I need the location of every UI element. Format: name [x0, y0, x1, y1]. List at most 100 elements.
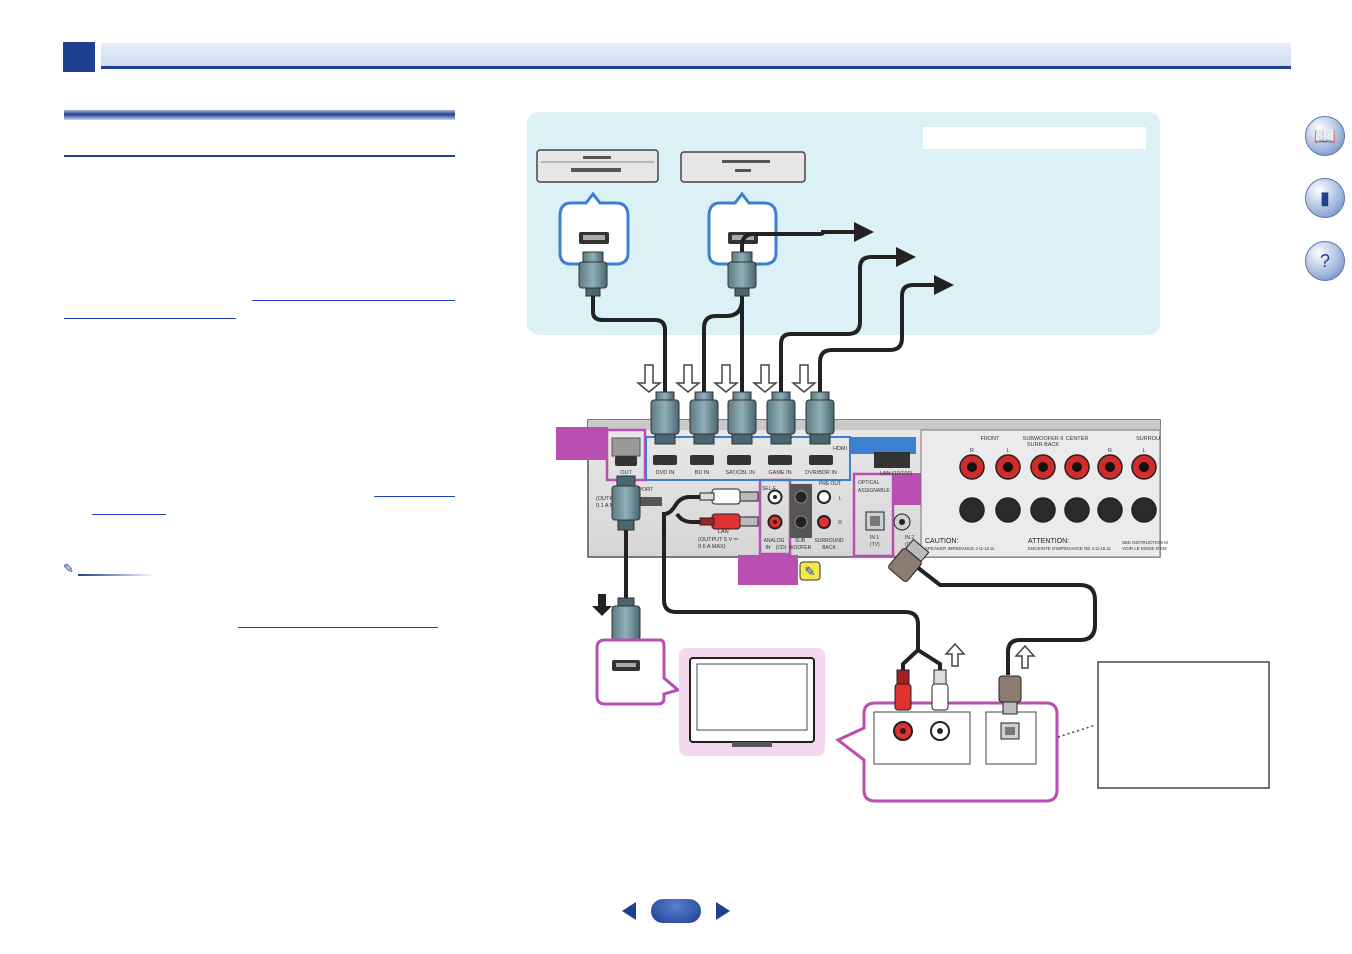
input-label-sat: SAT/CBL IN: [725, 470, 754, 476]
instruction-label-2: VOIR LE MODE D'EM: [1122, 546, 1167, 551]
dvd-player: [536, 149, 659, 183]
link-underline[interactable]: [374, 496, 455, 497]
surr-back-label: SURR BACK: [1027, 442, 1059, 448]
rca-plug-red: [699, 513, 759, 530]
optical-in2-label: IN 2: [905, 535, 914, 541]
book-icon[interactable]: 📖: [1305, 116, 1345, 156]
chevron-right-icon[interactable]: [716, 902, 730, 920]
subwoofer-ii-label: SUBWOOFER II: [1023, 436, 1064, 442]
direction-arrow: [674, 364, 702, 393]
rca-plug-white-vertical: [931, 669, 949, 711]
tv-hdmi-callout: [595, 638, 682, 706]
surround-label: SURROUND: [815, 538, 844, 544]
header-bar: [101, 43, 1291, 69]
select-label: SEL·E·: [762, 486, 778, 492]
analog-cd-label: (CD): [776, 545, 787, 551]
optical-tv-label: (TV): [870, 542, 880, 548]
rca-plug-red-vertical: [894, 669, 912, 711]
link-underline[interactable]: [64, 318, 236, 319]
surround-r-label: R: [1108, 448, 1112, 454]
direction-arrow: [790, 364, 818, 393]
front-label: FRONT: [981, 436, 1001, 442]
front-l-label: L: [1006, 448, 1009, 454]
help-icon[interactable]: ?: [1305, 241, 1345, 281]
television: [689, 657, 815, 747]
hdmi-plug-row: [650, 391, 835, 445]
section-rule-bottom: [64, 155, 455, 157]
lan-small-label: LAN: [718, 529, 729, 535]
caution-label: CAUTION:: [925, 538, 959, 545]
back-label: BACK: [822, 545, 836, 551]
up-arrow-icon: [944, 642, 966, 667]
link-underline[interactable]: [252, 300, 455, 301]
attention-label: ATTENTION:: [1028, 538, 1069, 545]
page-number-button[interactable]: [651, 899, 701, 923]
input-label-bd: BD IN: [695, 470, 710, 476]
sub-label: SUB: [795, 538, 806, 544]
pre-out-l-label: L: [839, 496, 842, 502]
direction-arrow: [635, 364, 663, 393]
direction-arrow: [712, 364, 740, 393]
optical-header-label: OPTICAL: [858, 480, 880, 486]
rca-plug-white: [699, 488, 759, 505]
output-left-label-2: 0.1 A M: [596, 503, 615, 509]
optical-outline: [852, 472, 895, 558]
note-box: [1097, 661, 1270, 789]
output-5v-label-2: 0.6 A MAX): [698, 544, 726, 550]
hdmi-plug: [727, 251, 757, 297]
output-5v-label: (OUTPUT 5 V ⎓: [698, 537, 739, 543]
surround-right-label: SURROU: [1136, 436, 1160, 442]
analog-audio-cable: [662, 495, 920, 680]
front-r-label: R: [970, 448, 974, 454]
analog-in-label: IN: [766, 545, 771, 551]
hdmi-cable: [591, 290, 667, 400]
optical-plug: [888, 538, 930, 582]
direction-arrow: [751, 364, 779, 393]
note-rule: [78, 574, 156, 576]
caution-sub-label: SPEAKER IMPEDANCE 4 Ω-16 Ω.: [925, 546, 995, 551]
section-rule-top: [64, 110, 455, 120]
remote-control-icon[interactable]: ▮: [1305, 178, 1345, 218]
hdmi-out-callout: [556, 427, 608, 460]
optical-plug-vertical: [998, 675, 1022, 715]
up-arrow-icon: [1014, 644, 1036, 669]
optical-in1-label: IN 1: [870, 535, 879, 541]
svg-text:✎: ✎: [805, 564, 816, 579]
hdmi-plug: [578, 251, 608, 297]
hdmi-out-label: OUT: [620, 470, 632, 476]
link-underline[interactable]: [238, 627, 438, 628]
hdmi-cable: [779, 247, 916, 400]
analog-audio-cable: [675, 512, 735, 524]
input-label-dvr: DVR/BDR IN: [805, 470, 837, 476]
instruction-label-1: SEE INSTRUCTION M: [1122, 540, 1168, 545]
chapter-tab: [63, 42, 95, 72]
attention-sub-label: ENCEINTE D'IMPEDANCE DE 4 Ω-16 Ω.: [1028, 546, 1111, 551]
hdmi-group-label: HDMI: [833, 446, 848, 452]
hdmi-cable: [818, 275, 954, 400]
dvd-hdmi-callout: [558, 191, 630, 266]
center-label: CENTER: [1066, 436, 1089, 442]
chevron-left-icon[interactable]: [622, 902, 636, 920]
note-icon-badge: [799, 561, 821, 581]
analog-label: ANALOG: [764, 538, 785, 544]
input-label-game: GAME IN: [768, 470, 791, 476]
hdmi-out-plug: [611, 475, 641, 531]
analog-callout: [738, 555, 798, 585]
surround-l-label: L: [1142, 448, 1145, 454]
optical-cable: [906, 558, 1097, 675]
link-underline[interactable]: [92, 514, 166, 515]
lan-label: LAN (10/100): [880, 471, 913, 477]
hdmi-cable: [740, 222, 874, 400]
output-left-label: (OUTPUT: [596, 496, 621, 502]
assignable-label: ASSIGNABLE: [858, 488, 890, 494]
label-box: [923, 127, 1146, 149]
woofer-label: WOOFER: [789, 545, 812, 551]
pre-out-r-label: R: [838, 520, 842, 526]
pre-out-label: PRE OUT: [819, 481, 841, 487]
bluray-player: [680, 151, 806, 183]
tv-audio-callout: [835, 701, 1059, 803]
note-pencil-icon: ✎: [63, 561, 74, 576]
input-label-dvd: DVD IN: [656, 470, 675, 476]
down-arrow-icon: [592, 594, 612, 616]
